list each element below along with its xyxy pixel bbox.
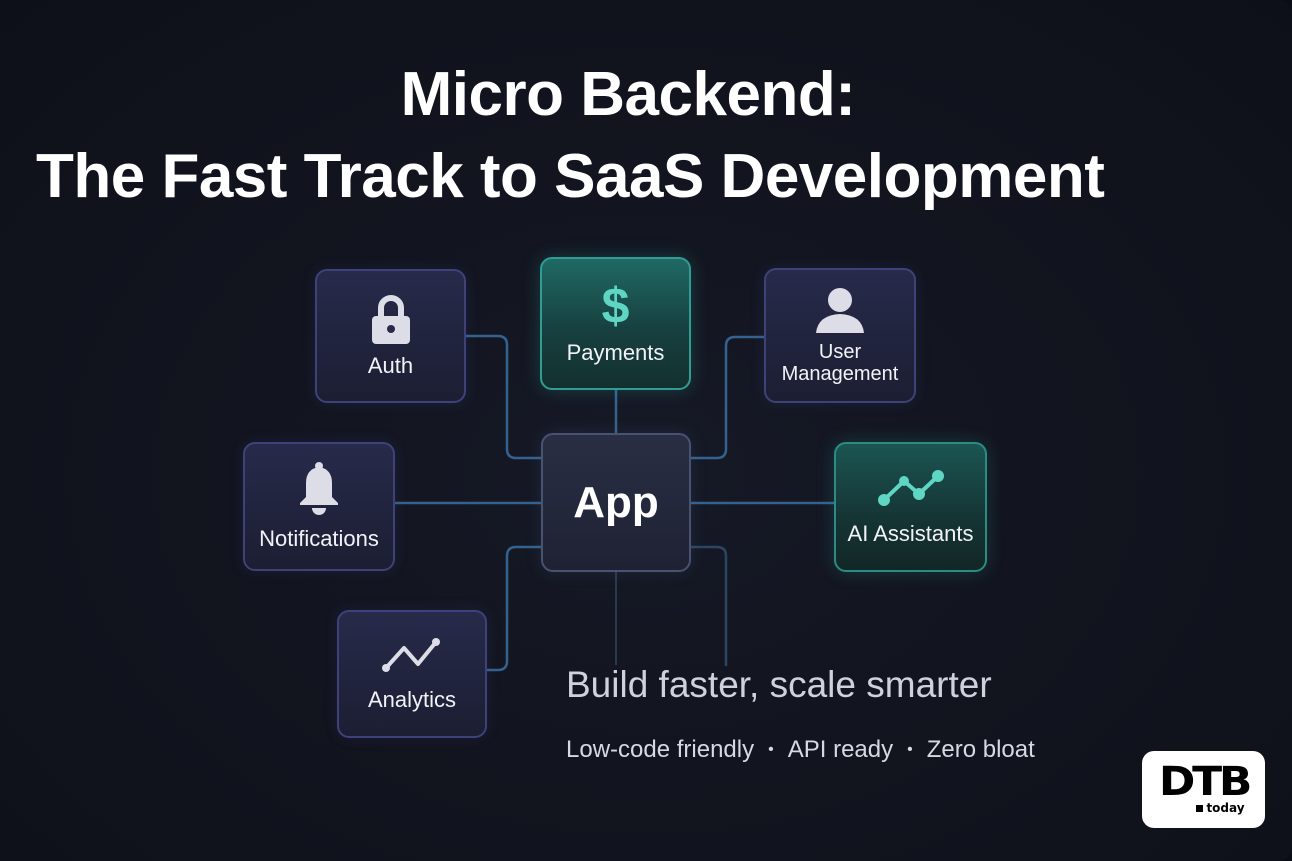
feature-zero-bloat: Zero bloat [926,736,1035,763]
user-icon [816,287,864,333]
network-graph-icon [877,469,944,506]
node-auth[interactable]: Auth [315,269,466,403]
logo-square-icon [1196,804,1204,812]
node-app-label: App [573,477,659,527]
title-line-1: Micro Backend: [400,60,856,129]
logo-sub-text: today [1196,801,1245,815]
feature-api-ready: API ready [787,736,894,763]
node-analytics[interactable]: Analytics [337,610,487,738]
lock-icon [371,294,410,344]
feature-list: Low-code friendly • API ready • Zero blo… [566,736,1035,764]
node-payments[interactable]: $ Payments [540,257,691,390]
bell-icon [300,462,338,516]
dtb-today-logo: DTB today [1142,751,1265,828]
separator-dot: • [907,741,913,758]
line-chart-icon [382,637,440,672]
feature-low-code: Low-code friendly [566,736,755,763]
node-user-management-label-2: Management [781,362,899,385]
node-app-center[interactable]: App [541,433,691,572]
node-ai-assistants-label: AI Assistants [847,520,974,546]
tagline: Build faster, scale smarter [566,664,992,705]
node-user-management[interactable]: User Management [764,268,916,403]
separator-dot: • [768,741,774,758]
node-ai-assistants[interactable]: AI Assistants [834,442,987,572]
node-analytics-label: Analytics [367,686,457,712]
title-line-2: The Fast Track to SaaS Development [36,142,1105,211]
node-auth-label: Auth [367,352,414,378]
logo-main-text: DTB [1158,759,1251,805]
logo-sub-label: today [1206,801,1245,815]
node-payments-label: Payments [566,340,665,366]
node-notifications-label: Notifications [259,526,379,552]
dollar-icon: $ [601,278,630,335]
node-notifications[interactable]: Notifications [243,442,395,571]
node-user-management-label-1: User [818,340,862,363]
